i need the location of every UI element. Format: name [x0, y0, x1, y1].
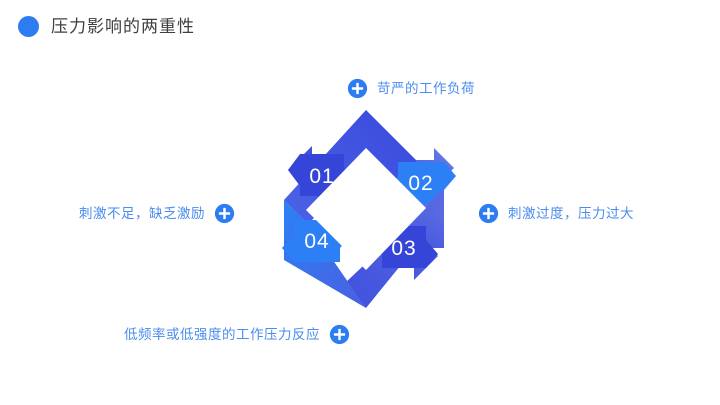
- callout-top-text: 苛严的工作负荷: [377, 80, 475, 96]
- page-title-text: 压力影响的两重性: [51, 17, 195, 36]
- step-03-number: 03: [391, 237, 416, 260]
- callout-bottom-text: 低频率或低强度的工作压力反应: [124, 326, 320, 342]
- cycle-diagram: 01 02: [248, 100, 478, 325]
- callout-top[interactable]: 苛严的工作负荷: [347, 78, 475, 99]
- plus-circle-icon: [478, 203, 499, 224]
- step-02-number: 02: [408, 172, 433, 195]
- plus-circle-icon: [347, 78, 368, 99]
- callout-right[interactable]: 刺激过度，压力过大: [478, 203, 634, 224]
- diagram-center-hole: [306, 148, 426, 270]
- page-title: 压力影响的两重性: [18, 16, 195, 37]
- callout-left-text: 刺激不足，缺乏激励: [79, 205, 205, 221]
- plus-circle-icon: [329, 324, 350, 345]
- title-bullet-icon: [18, 16, 39, 37]
- callout-bottom[interactable]: 低频率或低强度的工作压力反应: [124, 324, 350, 345]
- callout-left[interactable]: 刺激不足，缺乏激励: [79, 203, 235, 224]
- plus-circle-icon: [214, 203, 235, 224]
- callout-right-text: 刺激过度，压力过大: [508, 205, 634, 221]
- step-04-number: 04: [304, 230, 329, 253]
- step-01-number: 01: [309, 165, 334, 188]
